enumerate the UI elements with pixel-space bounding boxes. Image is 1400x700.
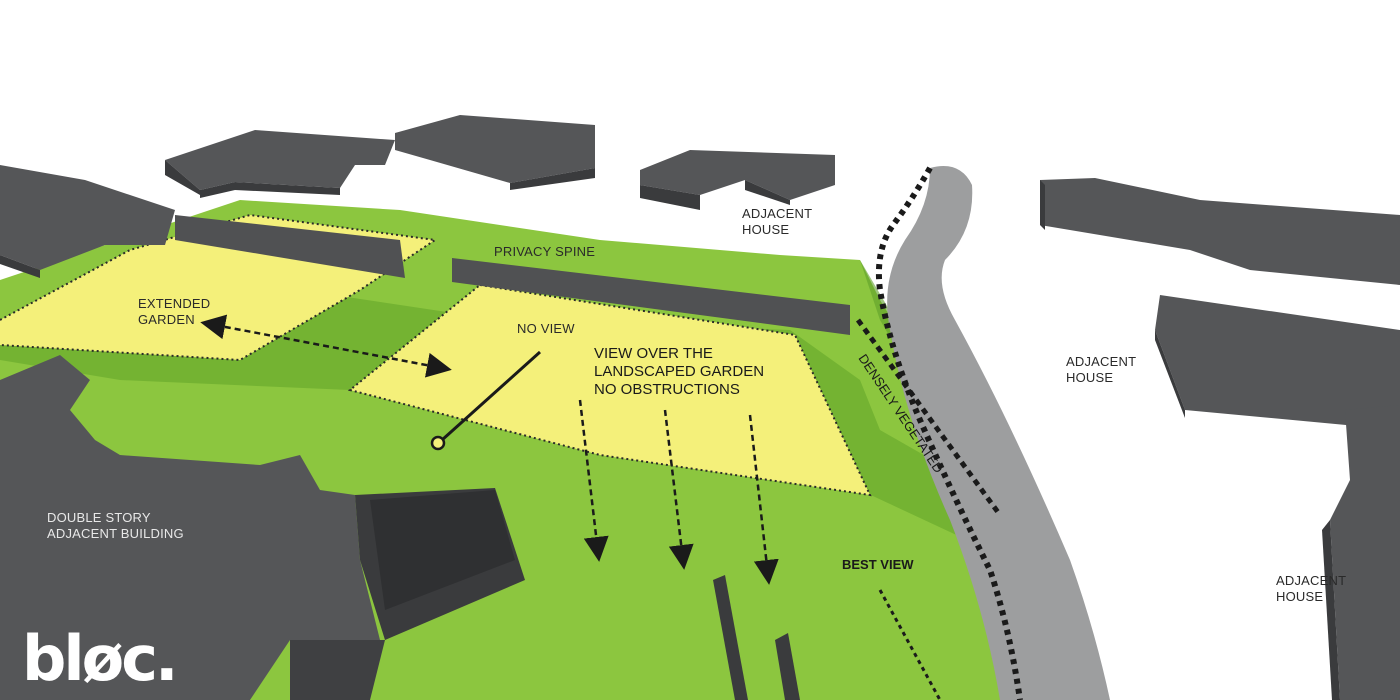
privacy-spine-wall-left [175, 215, 405, 278]
privacy-spine-wall-right [452, 258, 850, 335]
label-adjacent-house-bottom-right: ADJACENT HOUSE [1276, 573, 1350, 604]
small-wall-1 [713, 575, 748, 700]
view-arrow-3 [748, 414, 779, 585]
no-view-viewpoint [430, 435, 446, 451]
extended-garden-arrow [200, 314, 452, 378]
building-right-middle [1155, 295, 1400, 430]
no-view-sightline [440, 350, 542, 442]
building-adjacent-house-top [640, 150, 835, 210]
building-left-edge [0, 165, 175, 278]
building-top-left-2 [395, 115, 595, 190]
label-best-view: BEST VIEW [842, 557, 914, 572]
building-double-story [0, 355, 525, 700]
building-right-top [1040, 178, 1400, 285]
label-adjacent-house-right: ADJACENT HOUSE [1066, 354, 1140, 385]
view-arrow-1 [578, 399, 609, 562]
road-dashed-edge [875, 166, 1023, 700]
label-no-view: NO VIEW [517, 321, 575, 336]
view-arrow-2 [663, 409, 694, 570]
landscaped-garden-zone [350, 285, 870, 495]
label-double-story: DOUBLE STORY ADJACENT BUILDING [47, 510, 184, 541]
bloc-logo: bløc. [22, 622, 176, 695]
label-view-over-garden: VIEW OVER THE LANDSCAPED GARDEN NO OBSTR… [594, 345, 768, 398]
road [887, 166, 1110, 700]
vegetation-dashed-line [855, 318, 1003, 517]
building-right-bottom [1322, 405, 1400, 700]
label-adjacent-house-top: ADJACENT HOUSE [742, 206, 816, 237]
small-wall-2 [775, 633, 800, 700]
label-extended-garden: EXTENDED GARDEN [138, 296, 214, 327]
landscaped-garden-boundary [347, 283, 872, 497]
best-view-dashed-line [878, 589, 942, 700]
building-top-left-1 [165, 130, 395, 198]
label-privacy-spine: PRIVACY SPINE [494, 244, 595, 259]
